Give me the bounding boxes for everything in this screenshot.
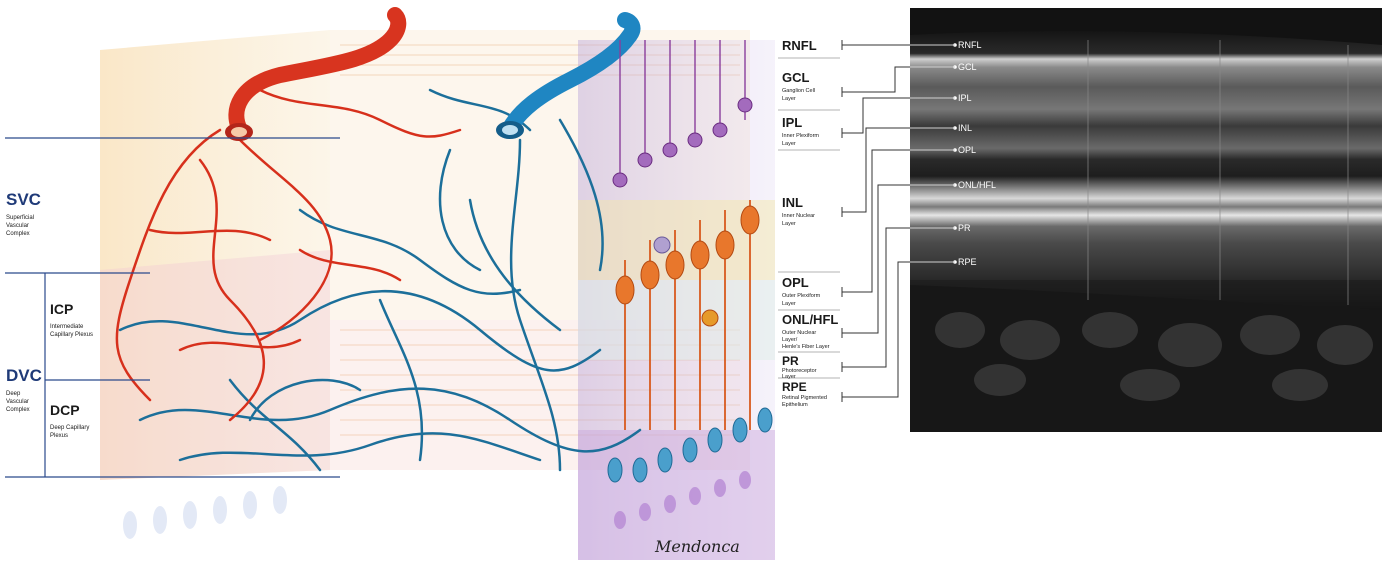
layer-ipl-line-1: Inner Plexiform [782, 133, 819, 139]
vascular-label-dcp: DCP Deep Capillary Plexus [50, 402, 89, 439]
oct-label-onl-hfl: ONL/HFL [958, 180, 996, 190]
svc-line-3: Complex [6, 231, 30, 237]
layer-ipl-abbr: IPL [782, 115, 802, 130]
dvc-abbr: DVC [6, 366, 42, 385]
layer-rpe-line-2: Epithelium [782, 402, 808, 408]
layer-inl-line-2: Layer [782, 221, 796, 227]
layer-onl-line-1: Outer Nuclear [782, 330, 816, 336]
vascular-label-svc: SVC Superficial Vascular Complex [6, 190, 41, 237]
icp-line-1: Intermediate [50, 324, 84, 330]
icp-line-2: Capillary Plexus [50, 332, 93, 338]
layer-gcl-abbr: GCL [782, 70, 810, 85]
layer-opl-line-1: Outer Plexiform [782, 293, 821, 299]
layer-gcl-line-1: Ganglion Cell [782, 88, 815, 94]
dvc-line-3: Complex [6, 407, 30, 413]
layer-gcl-line-2: Layer [782, 96, 796, 102]
oct-label-rnfl: RNFL [958, 40, 982, 50]
oct-label-ipl: IPL [958, 93, 972, 103]
oct-label-rpe: RPE [958, 257, 977, 267]
dcp-line-2: Plexus [50, 433, 68, 439]
retina-block-illustration [100, 15, 775, 560]
oct-label-opl: OPL [958, 145, 976, 155]
layer-rpe-abbr: RPE [782, 380, 807, 394]
dcp-abbr: DCP [50, 402, 80, 418]
layer-label-column: RNFL GCL Ganglion Cell Layer IPL Inner P… [778, 38, 840, 408]
layer-ipl-line-2: Layer [782, 141, 796, 147]
dvc-line-2: Vascular [6, 399, 29, 405]
svc-abbr: SVC [6, 190, 41, 209]
oct-scan-image [910, 8, 1382, 432]
dcp-line-1: Deep Capillary [50, 425, 89, 431]
layer-inl-line-1: Inner Nuclear [782, 213, 815, 219]
svc-line-1: Superficial [6, 215, 34, 221]
layer-pr-abbr: PR [782, 354, 799, 368]
layer-opl-line-2: Layer [782, 301, 796, 307]
oct-label-pr: PR [958, 223, 971, 233]
layer-inl-abbr: INL [782, 195, 803, 210]
layer-rnfl-abbr: RNFL [782, 38, 817, 53]
vascular-label-icp: ICP Intermediate Capillary Plexus [50, 301, 93, 338]
oct-label-inl: INL [958, 123, 972, 133]
vascular-label-dvc: DVC Deep Vascular Complex [6, 366, 42, 413]
dvc-line-1: Deep [6, 391, 21, 397]
layer-onl-line-3: Henle's Fiber Layer [782, 344, 830, 350]
svc-line-2: Vascular [6, 223, 29, 229]
layer-rpe-line-1: Retinal Pigmented [782, 395, 827, 401]
icp-abbr: ICP [50, 301, 73, 317]
layer-onl-line-2: Layer/ [782, 337, 798, 343]
layer-opl-abbr: OPL [782, 275, 809, 290]
layer-onl-abbr: ONL/HFL [782, 312, 838, 327]
oct-label-gcl: GCL [958, 62, 977, 72]
artist-signature: Mendonca [654, 537, 740, 556]
